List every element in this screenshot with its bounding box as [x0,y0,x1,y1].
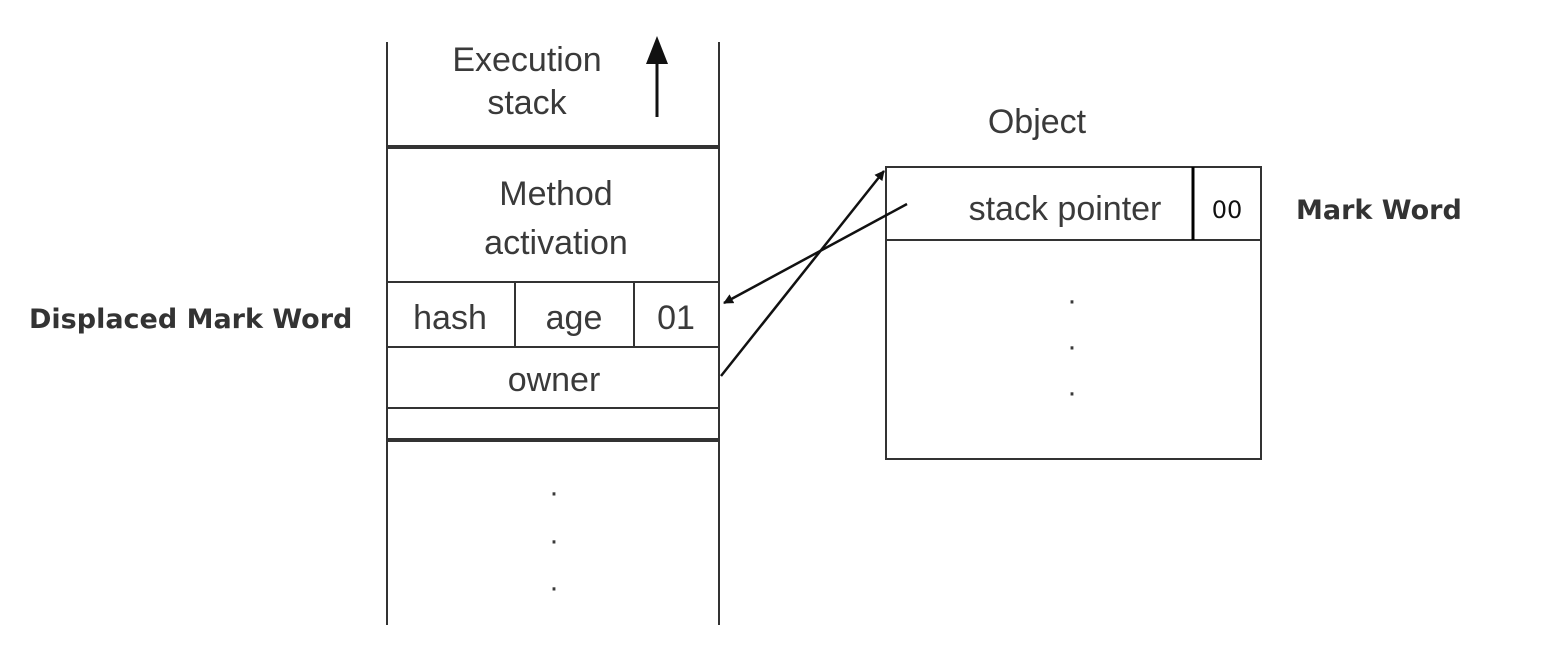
owner-to-object-arrow [720,170,885,377]
method-activation-line2: activation [484,224,628,262]
object-title: Object [988,103,1087,141]
object-dot-3: · [1067,376,1077,409]
stack-pointer-field: stack pointer [969,190,1162,228]
object-outline [885,166,1262,460]
age-field: age [546,299,603,337]
stack-dot-1: · [549,476,559,509]
object-dot-2: · [1067,330,1077,363]
arrow-up-icon [646,36,668,64]
execution-stack-label-line2: stack [487,84,567,122]
stack-growth-arrow [646,36,668,117]
hash-field: hash [413,299,487,337]
execution-stack-label-line1: Execution [452,41,601,79]
method-activation-line1: Method [499,175,612,213]
mark-word-label: Mark Word [1296,195,1462,226]
object-dot-1: · [1067,284,1077,317]
stack-pointer-to-displaced-arrow [723,202,908,305]
stack-dot-3: · [549,571,559,604]
execution-stack [386,42,720,625]
owner-field: owner [508,361,601,399]
object-lock-bits: 00 [1212,196,1243,224]
displaced-mark-word-label: Displaced Mark Word [29,304,352,335]
stack-dot-2: · [549,524,559,557]
object-box [885,166,1262,460]
stack-lock-bits: 01 [657,299,695,337]
